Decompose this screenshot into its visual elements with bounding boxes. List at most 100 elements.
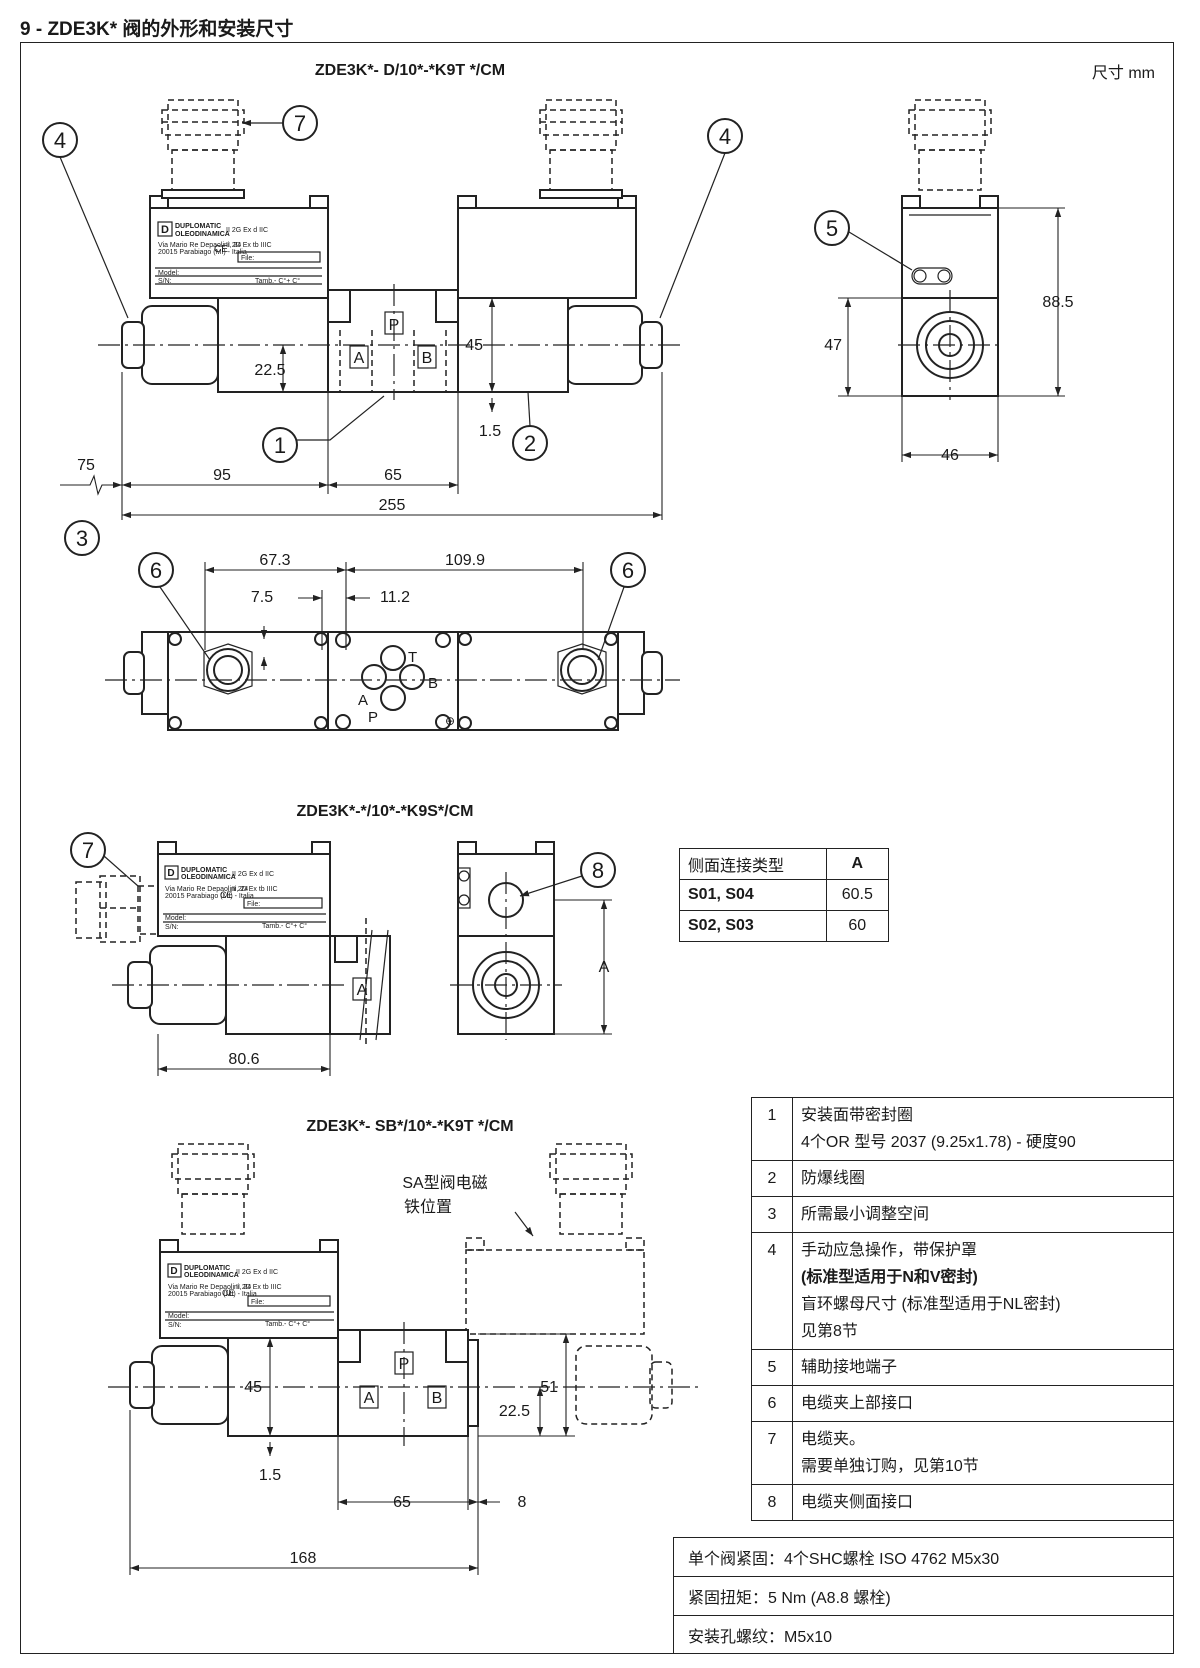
bubble-4-right: 4 (719, 124, 731, 149)
legend-text: 所需最小调整空间 (792, 1196, 1174, 1233)
bubble-3: 3 (76, 526, 88, 551)
nameplate3-atex1: II 2G Ex d IIC (236, 1269, 278, 1276)
nameplate-3: D DUPLOMATIC OLEODINAMICA II 2G Ex d IIC… (165, 1263, 334, 1329)
nameplate-ce-mark: CE (214, 244, 228, 255)
side-view: 88.5 47 46 5 (814, 99, 1074, 464)
dim-22-5-sb: 22.5 (499, 1403, 530, 1420)
header-type: 侧面连接类型 (679, 848, 827, 880)
legend-text: 电缆夹侧面接口 (792, 1484, 1174, 1521)
bubble-8: 8 (592, 858, 604, 883)
legend-line: 安装面带密封圈 (801, 1107, 914, 1124)
legend-text: 电缆夹上部接口 (792, 1385, 1174, 1422)
top-port-b-label: B (428, 675, 438, 692)
top-view: T B A P ⊕ 67.3 109.9 11.2 7.5 6 6 (105, 552, 680, 731)
nameplate-sn: S/N: (158, 278, 172, 285)
nameplate2-tamb: Tamb.- C°+ C° (262, 922, 307, 930)
mounting-screws (168, 632, 618, 730)
dim-46: 46 (941, 447, 959, 464)
bubble-2: 2 (524, 431, 536, 456)
dim-22-5: 22.5 (254, 362, 285, 379)
row-type: S02, S03 (679, 910, 827, 942)
nameplate-2: D DUPLOMATIC OLEODINAMICA II 2G Ex d IIC… (163, 865, 326, 931)
nameplate3-brand2: OLEODINAMICA (184, 1272, 239, 1279)
notes-table: 单个阀紧固：4个SHC螺栓 ISO 4762 M5x30 紧固扭矩：5 Nm (… (673, 1537, 1174, 1654)
legend-text: 电缆夹。需要单独订购，见第10节 (792, 1421, 1174, 1485)
legend-line: (标准型适用于N和V密封) (801, 1269, 978, 1286)
solenoid-housing-right (457, 189, 637, 299)
nameplate-address1: Via Mario Re Depaolini, 24 (158, 242, 241, 249)
legend-number: 5 (751, 1349, 793, 1386)
legend-number: 1 (751, 1097, 793, 1161)
dim-45: 45 (465, 337, 483, 354)
dim-88-5: 88.5 (1042, 294, 1073, 311)
bubble-1: 1 (274, 433, 286, 458)
note-fastening: 单个阀紧固：4个SHC螺栓 ISO 4762 M5x30 (673, 1537, 1174, 1577)
legend-line: 4个OR 型号 2037 (9.25x1.78) - 硬度90 (801, 1134, 1076, 1151)
note-thread: 安装孔螺纹：M5x10 (673, 1615, 1174, 1654)
nameplate3-address2: 20015 Parabiago (MI) - Italia (168, 1291, 257, 1298)
page-title: 9 - ZDE3K* 阀的外形和安装尺寸 (20, 19, 294, 40)
view2-title: ZDE3K*-*/10*-*K9S*/CM (297, 803, 474, 820)
legend-number: 7 (751, 1421, 793, 1485)
nameplate2-brand1: DUPLOMATIC (181, 867, 227, 874)
side-port-a-label: A (357, 982, 368, 999)
bubble-6-right: 6 (622, 558, 634, 583)
legend-line: 防爆线圈 (801, 1170, 866, 1187)
bubble-7-middle: 7 (82, 838, 94, 863)
legend-row: 2 防爆线圈 (751, 1160, 1174, 1197)
bubble-5: 5 (826, 216, 838, 241)
port-b-label: B (422, 350, 433, 367)
front-view-double-solenoid: ZDE3K*- D/10*-*K9T */CM 尺寸 mm D DUPLOMAT (42, 62, 1155, 556)
dim-75: 75 (77, 457, 95, 474)
nameplate3-address1: Via Mario Re Depaolini, 24 (168, 1284, 251, 1291)
legend-line: 手动应急操作，带保护罩 (801, 1242, 978, 1259)
dim-8: 8 (518, 1494, 527, 1511)
header-a: A (825, 848, 890, 880)
nameplate3-tamb: Tamb.- C°+ C° (265, 1320, 310, 1328)
nameplate3-atex2: II 2D Ex tb IIIC (236, 1284, 282, 1291)
dim-7-5: 7.5 (251, 589, 273, 606)
bubble-6-left: 6 (150, 558, 162, 583)
nameplate2-ce-mark: CE (220, 890, 233, 900)
dim-255: 255 (379, 497, 406, 514)
nameplate3-logo-icon: D (170, 1266, 177, 1277)
side-connection-table: 侧面连接类型 A S01, S04 60.5 S02, S03 60 (679, 848, 890, 942)
side-connection-views: ZDE3K*-*/10*-*K9S*/CM D DUPLOMATIC OLEOD… (70, 803, 616, 1076)
row-a: 60 (825, 910, 890, 942)
dim-168: 168 (290, 1550, 317, 1567)
nameplate-tamb: Tamb.- C°+ C° (255, 277, 300, 285)
sa-note-line1: SA型阀电磁 (402, 1174, 487, 1192)
top-port-a-label: A (358, 692, 368, 709)
nameplate2-atex1: II 2G Ex d IIC (232, 871, 274, 878)
solenoid-housing-left (149, 189, 329, 299)
legend-number: 6 (751, 1385, 793, 1422)
nameplate-brand1: DUPLOMATIC (175, 223, 221, 230)
dim-11-2: 11.2 (380, 589, 410, 606)
nameplate2-brand2: OLEODINAMICA (181, 874, 236, 881)
legend-text: 防爆线圈 (792, 1160, 1174, 1197)
nameplate-file: File: (241, 255, 254, 262)
note-row: 单个阀紧固：4个SHC螺栓 ISO 4762 M5x30 (673, 1537, 1174, 1577)
legend-line: 见第8节 (801, 1323, 858, 1340)
nameplate3-model: Model: (168, 1313, 189, 1320)
nameplate-logo-icon: D (161, 224, 169, 236)
valve-body: P A B (327, 289, 459, 393)
nameplate-atex1: II 2G Ex d IIC (226, 227, 268, 234)
view1-title: ZDE3K*- D/10*-*K9T */CM (315, 62, 505, 79)
legend-row: 5 辅助接地端子 (751, 1349, 1174, 1386)
nameplate2-address2: 20015 Parabiago (MI) - Italia (165, 893, 254, 900)
nameplate-model: Model: (158, 270, 179, 277)
nameplate3-sn: S/N: (168, 1322, 182, 1329)
legend-line: 所需最小调整空间 (801, 1206, 930, 1223)
note-row: 紧固扭矩：5 Nm (A8.8 螺栓) (673, 1576, 1174, 1616)
legend-row: 1 安装面带密封圈 4个OR 型号 2037 (9.25x1.78) - 硬度90 (751, 1097, 1174, 1161)
top-port-p-label: P (368, 709, 378, 726)
note-torque: 紧固扭矩：5 Nm (A8.8 螺栓) (673, 1576, 1174, 1616)
legend-line: 辅助接地端子 (801, 1359, 898, 1376)
row-type: S01, S04 (679, 879, 827, 911)
legend-number: 2 (751, 1160, 793, 1197)
dim-a: A (599, 959, 610, 976)
